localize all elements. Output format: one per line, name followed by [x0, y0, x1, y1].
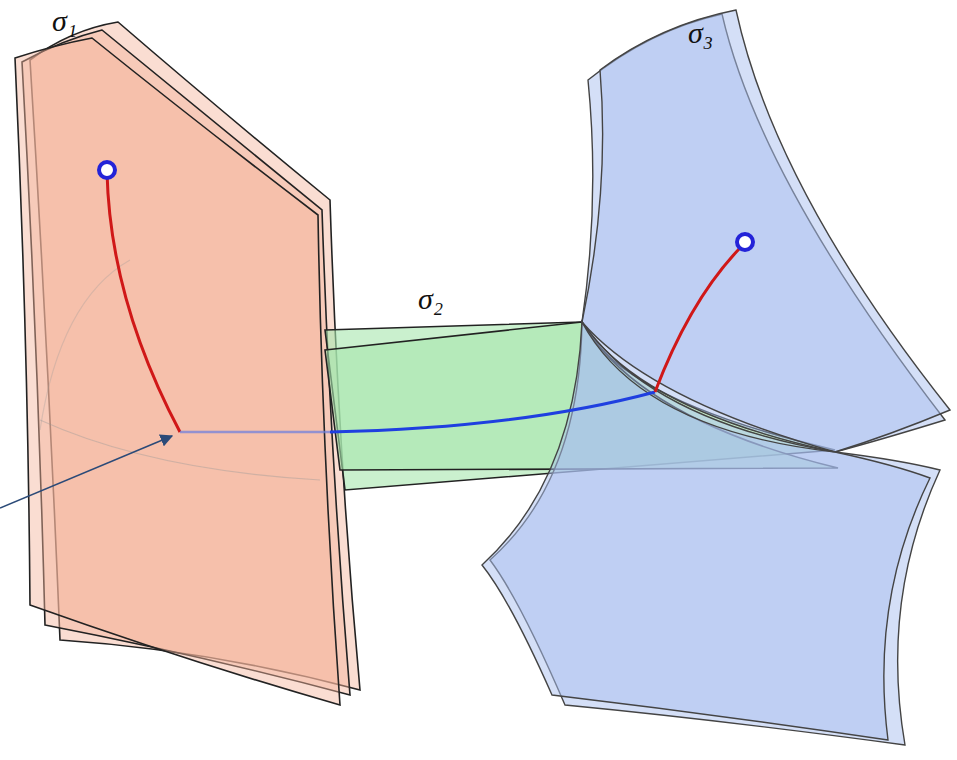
blue-sheaf [482, 10, 950, 745]
sheaf-label: σ₂ [418, 284, 443, 314]
sheaf-label: σ₁ [52, 6, 77, 36]
faint-curve [40, 260, 130, 430]
blue-curve [330, 392, 655, 432]
pointer-arrow [0, 436, 172, 508]
red-curve [107, 172, 180, 432]
red-sheaf [15, 22, 360, 705]
endpoint-circle [737, 234, 753, 250]
sheaf-label: σ₃ [688, 18, 713, 48]
endpoint-circle [99, 162, 115, 178]
blue-curve-hidden [180, 431, 330, 434]
red-curve [655, 248, 740, 392]
